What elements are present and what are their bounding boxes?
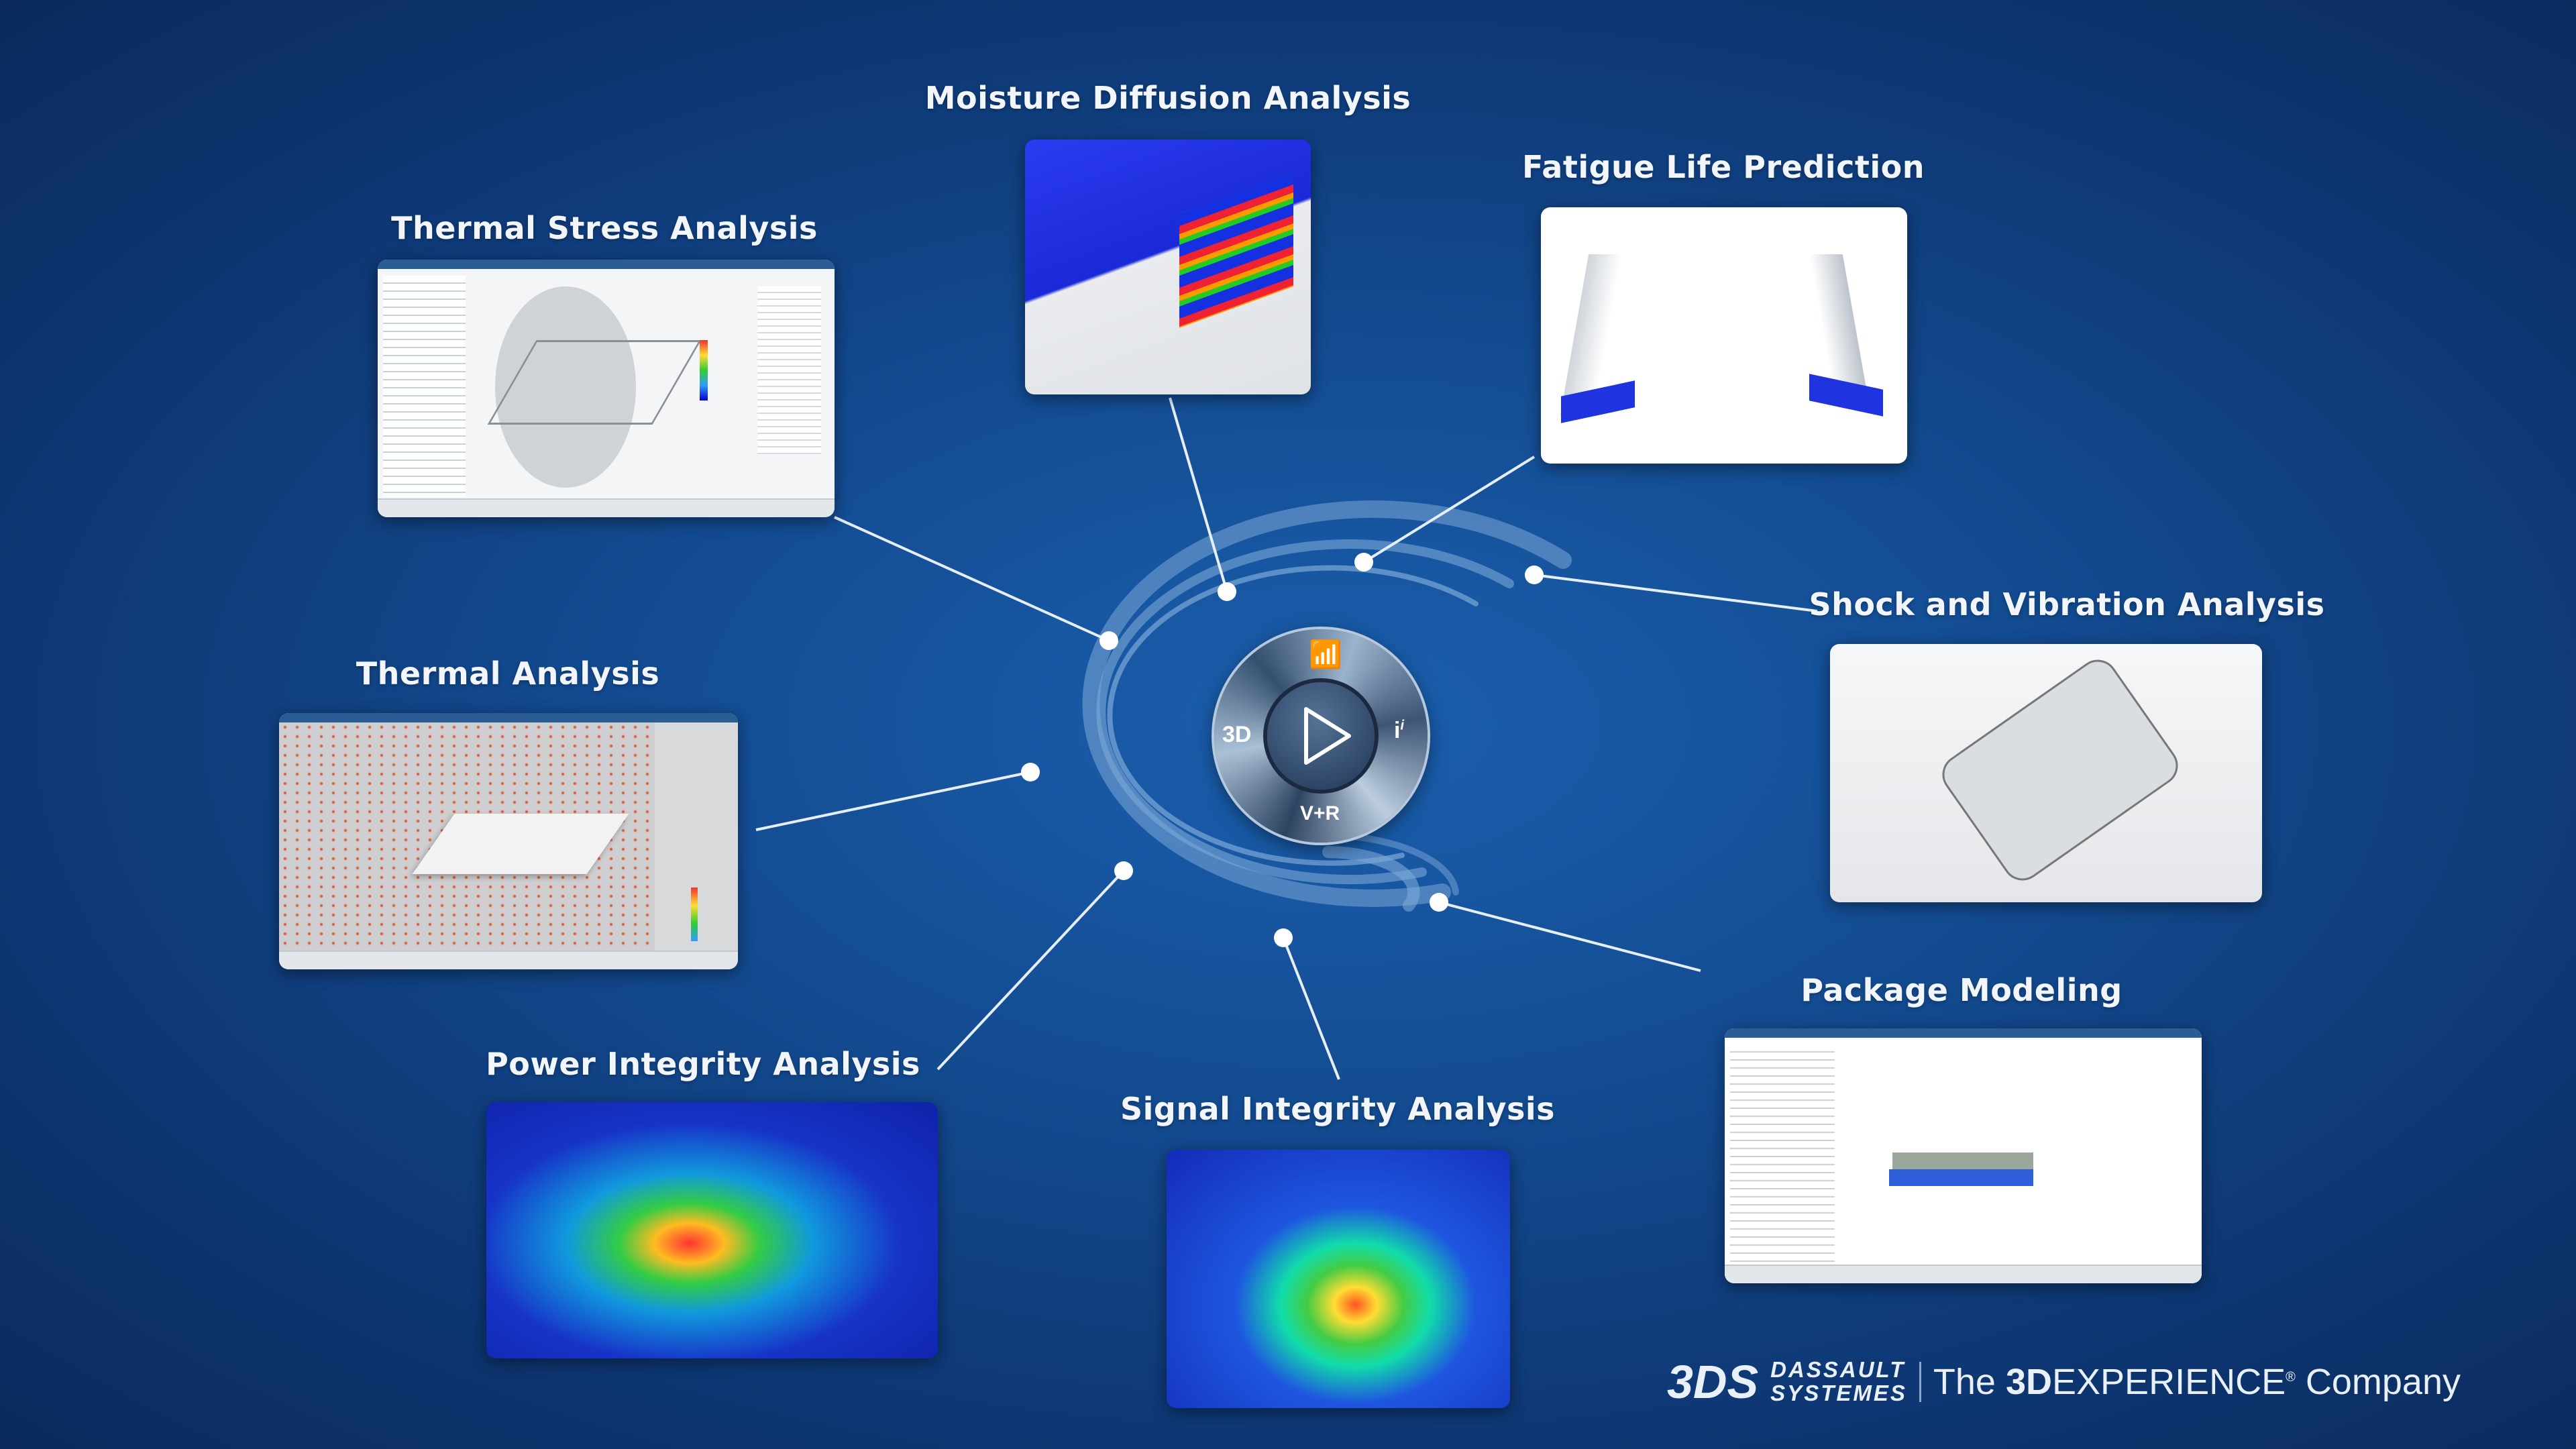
title-package-modeling: Package Modeling — [1801, 972, 2123, 1008]
title-fatigue-life: Fatigue Life Prediction — [1522, 149, 1925, 185]
title-moisture-diffusion: Moisture Diffusion Analysis — [924, 80, 1411, 116]
thermal-stress-thumbnail[interactable] — [378, 260, 835, 517]
power-integrity-thumbnail[interactable] — [486, 1102, 938, 1358]
thermal-thumbnail[interactable] — [279, 713, 738, 969]
compass-3d-quadrant[interactable]: 3D — [1222, 722, 1252, 747]
shock-vibration-thumbnail[interactable] — [1830, 644, 2262, 902]
title-thermal-stress: Thermal Stress Analysis — [391, 210, 818, 246]
tagline: The 3DEXPERIENCE® Company — [1933, 1362, 2461, 1402]
fatigue-life-thumbnail[interactable] — [1541, 207, 1907, 464]
play-icon — [1304, 707, 1351, 765]
ds-logo-mark: 3DS — [1667, 1356, 1759, 1408]
moisture-diffusion-thumbnail[interactable] — [1025, 140, 1311, 394]
signal-integrity-thumbnail[interactable] — [1167, 1150, 1510, 1408]
title-shock-vibration: Shock and Vibration Analysis — [1809, 586, 2325, 623]
compass-info-quadrant[interactable]: ii — [1394, 718, 1405, 743]
social-collab-icon[interactable]: 📶 — [1309, 639, 1342, 670]
title-thermal: Thermal Analysis — [356, 655, 660, 692]
compass-dial[interactable]: 📶 3D ii V+R — [1214, 629, 1428, 843]
title-power-integrity: Power Integrity Analysis — [486, 1046, 920, 1082]
divider — [1919, 1362, 1921, 1402]
package-modeling-thumbnail[interactable] — [1725, 1028, 2202, 1283]
title-signal-integrity: Signal Integrity Analysis — [1120, 1091, 1555, 1127]
play-button[interactable] — [1267, 682, 1375, 790]
compass-vr-quadrant[interactable]: V+R — [1300, 802, 1340, 824]
